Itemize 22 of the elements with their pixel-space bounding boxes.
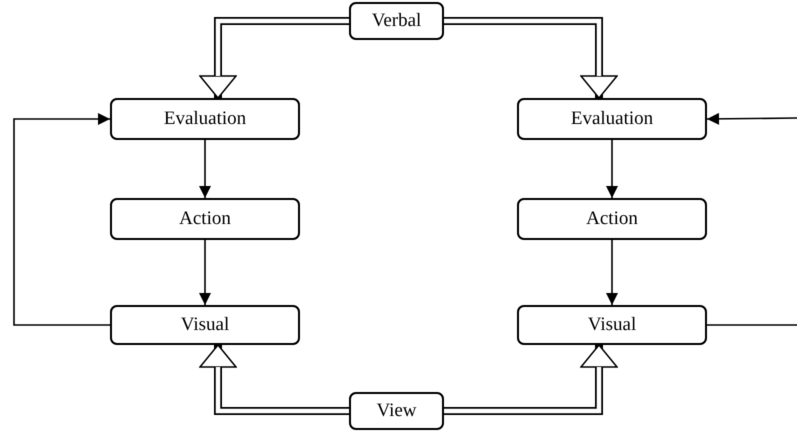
box-label: Evaluation: [164, 108, 246, 130]
box-label: Verbal: [372, 10, 422, 32]
arrow: [606, 140, 618, 198]
process-box: [349, 392, 444, 430]
box-label: Action: [179, 208, 231, 230]
box-label: Visual: [588, 314, 636, 336]
arrow: [199, 240, 211, 305]
arrow: [13, 113, 110, 326]
box-label: Visual: [180, 314, 230, 336]
arrow: [707, 112, 797, 125]
process-box: [110, 198, 300, 240]
arrow: [199, 140, 211, 198]
process-box: [110, 305, 300, 345]
process-box: [517, 198, 707, 240]
process-box: [110, 98, 300, 140]
process-box: [517, 305, 707, 345]
box-label: Evaluation: [570, 108, 654, 130]
box-label: Action: [586, 208, 638, 230]
process-box: [349, 2, 444, 40]
box-label: View: [376, 400, 416, 422]
arrow: [606, 240, 618, 305]
process-box: [517, 98, 707, 140]
